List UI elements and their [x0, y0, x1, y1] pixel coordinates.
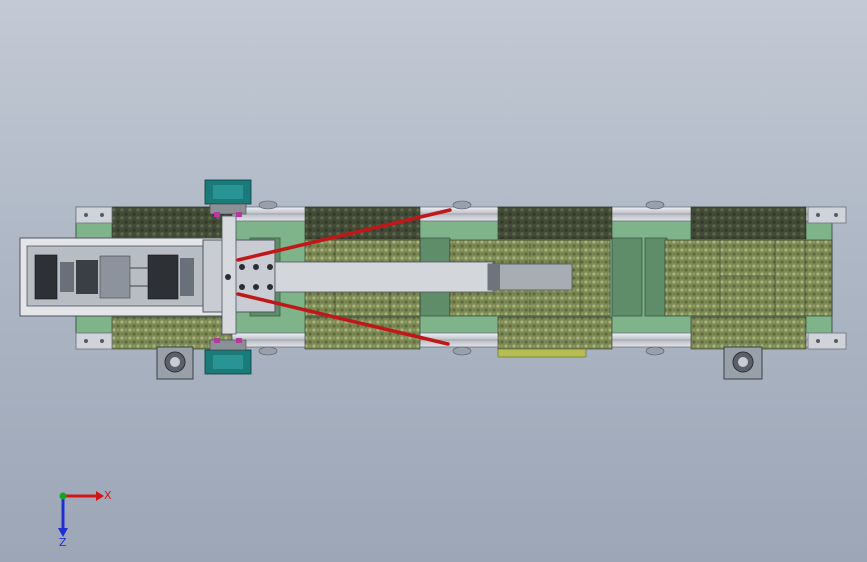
bolt-icon [84, 213, 88, 217]
z-arrowhead [58, 528, 68, 537]
bolt-icon [239, 284, 245, 290]
end-cap-right [807, 206, 847, 350]
bolt-icon [239, 264, 245, 270]
bolt-icon [816, 213, 820, 217]
end-cap-left [75, 206, 113, 350]
bolt-icon [267, 284, 273, 290]
bolt-icon [267, 264, 273, 270]
motor-icon [204, 338, 252, 375]
caster-wheel-icon [723, 346, 763, 380]
bolt-icon [84, 339, 88, 343]
x-axis-label: X [104, 489, 112, 502]
bolt-icon [100, 339, 104, 343]
bolt-icon [834, 213, 838, 217]
bolt-icon [816, 339, 820, 343]
triad-origin [59, 492, 67, 500]
bolt-icon [253, 264, 259, 270]
bolt-icon [100, 213, 104, 217]
red-rods [236, 208, 452, 346]
caster-wheel-icon [156, 346, 194, 380]
bolt-icon [834, 339, 838, 343]
z-axis-label: Z [59, 536, 67, 549]
pusher-arm [274, 261, 573, 293]
belt-segments [111, 206, 833, 358]
bolt-icon [225, 274, 231, 280]
x-arrowhead [96, 491, 104, 501]
motor-icon [204, 179, 252, 217]
rail-rollers [258, 200, 665, 356]
triad-icon: X Z [58, 489, 112, 549]
drive-housing [19, 237, 226, 317]
bolt-icon [253, 284, 259, 290]
